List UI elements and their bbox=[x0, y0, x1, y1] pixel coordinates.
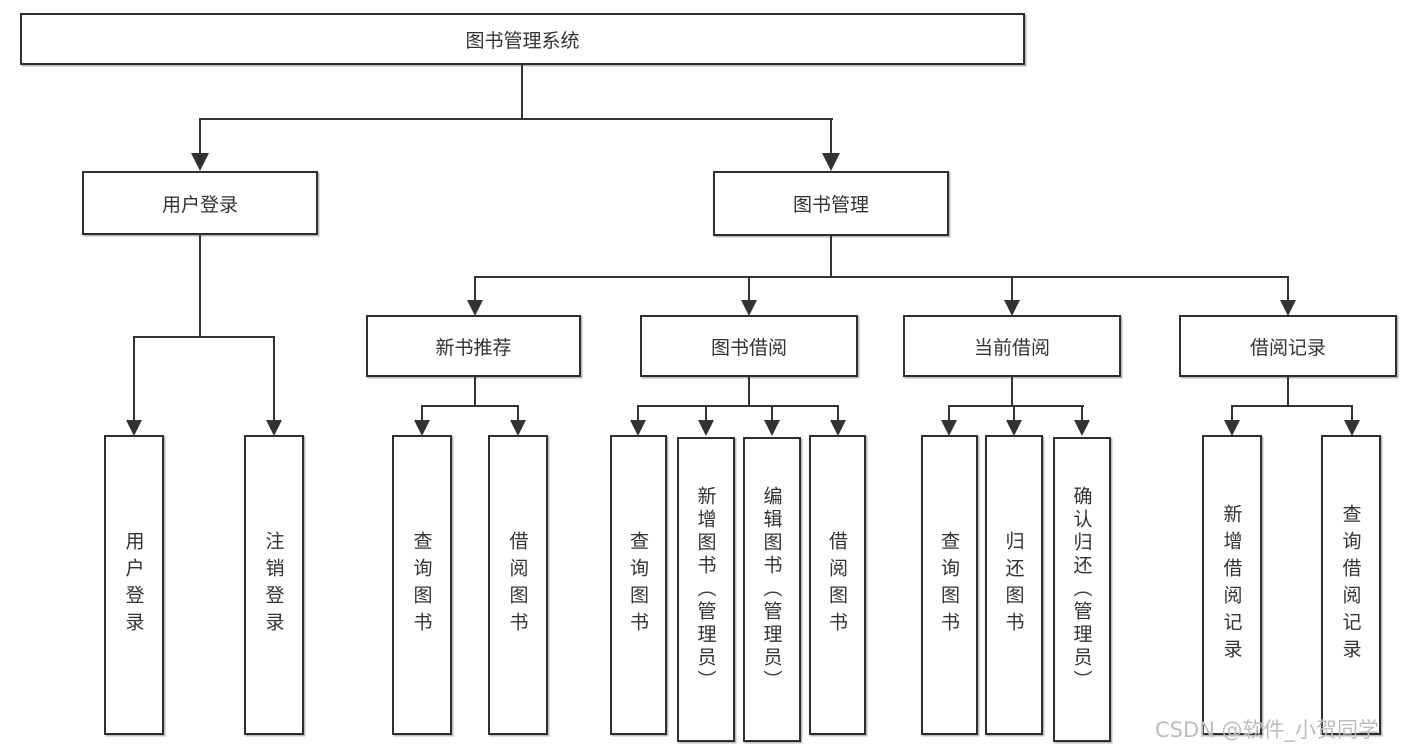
connector-vline bbox=[1013, 405, 1015, 422]
connector-vline bbox=[948, 405, 950, 422]
arrow-down-icon bbox=[741, 300, 757, 316]
connector-vline bbox=[1231, 405, 1233, 422]
connector-hline bbox=[1231, 405, 1353, 407]
leaf-user-login-label: 用户登录 bbox=[122, 531, 145, 639]
leaf-query-books-recommend: 查询图书 bbox=[392, 435, 452, 735]
leaf-return-books-label: 归还图书 bbox=[1002, 531, 1025, 639]
node-book-management: 图书管理 bbox=[713, 171, 949, 236]
connector-hline bbox=[474, 276, 1289, 278]
leaf-logout: 注销登录 bbox=[244, 435, 304, 735]
connector-vline bbox=[748, 276, 750, 302]
arrow-down-icon bbox=[698, 420, 714, 436]
leaf-borrow-books-recommend: 借阅图书 bbox=[488, 435, 548, 735]
arrow-down-icon bbox=[822, 153, 840, 171]
connector-hline bbox=[948, 405, 1084, 407]
connector-vline bbox=[1011, 276, 1013, 302]
connector-vline bbox=[1287, 377, 1289, 407]
connector-vline bbox=[1287, 276, 1289, 302]
arrow-down-icon bbox=[1224, 420, 1240, 436]
arrow-down-icon bbox=[830, 420, 846, 436]
arrow-down-icon bbox=[126, 420, 142, 436]
connector-vline bbox=[474, 276, 476, 302]
node-new-book-recommend-label: 新书推荐 bbox=[435, 336, 512, 359]
connector-vline bbox=[748, 377, 750, 407]
leaf-confirm-return-admin-label: 确认归还（管理员） bbox=[1070, 486, 1093, 693]
leaf-add-books-admin-label: 新增图书（管理员） bbox=[694, 486, 717, 693]
leaf-borrow-books-label: 借阅图书 bbox=[826, 531, 848, 639]
leaf-borrow-books: 借阅图书 bbox=[809, 435, 866, 735]
connector-vline bbox=[199, 118, 201, 154]
connector-vline bbox=[421, 405, 423, 422]
leaf-user-login: 用户登录 bbox=[104, 435, 164, 735]
connector-vline bbox=[521, 65, 523, 120]
arrow-down-icon bbox=[630, 420, 646, 436]
node-current-borrow-label: 当前借阅 bbox=[973, 336, 1050, 359]
connector-vline bbox=[1081, 405, 1083, 422]
arrow-down-icon bbox=[1280, 300, 1296, 316]
leaf-edit-books-admin: 编辑图书（管理员） bbox=[743, 437, 801, 742]
connector-hline bbox=[133, 336, 275, 338]
connector-vline bbox=[133, 336, 135, 422]
leaf-query-books-borrow: 查询图书 bbox=[610, 435, 667, 735]
connector-vline bbox=[837, 405, 839, 422]
connector-vline bbox=[474, 377, 476, 407]
connector-vline bbox=[830, 118, 832, 154]
node-user-login-label: 用户登录 bbox=[161, 193, 238, 216]
node-borrow-records-label: 借阅记录 bbox=[1249, 336, 1326, 359]
leaf-add-borrow-record-label: 新增借阅记录 bbox=[1220, 504, 1243, 666]
arrow-down-icon bbox=[266, 420, 282, 436]
arrow-down-icon bbox=[1074, 420, 1090, 436]
leaf-query-books-current: 查询图书 bbox=[921, 435, 978, 735]
node-book-borrow-label: 图书借阅 bbox=[710, 336, 787, 359]
connector-vline bbox=[1011, 377, 1013, 407]
leaf-query-books-recommend-label: 查询图书 bbox=[410, 531, 433, 639]
connector-vline bbox=[705, 405, 707, 422]
node-book-management-label: 图书管理 bbox=[792, 194, 869, 216]
connector-vline bbox=[273, 336, 275, 422]
leaf-return-books: 归还图书 bbox=[985, 435, 1043, 735]
arrow-down-icon bbox=[1004, 300, 1020, 316]
connector-vline bbox=[517, 405, 519, 422]
leaf-logout-label: 注销登录 bbox=[262, 531, 285, 639]
connector-vline bbox=[830, 236, 832, 278]
node-new-book-recommend: 新书推荐 bbox=[366, 315, 581, 377]
watermark: CSDN @软件_小贺同学 bbox=[1155, 718, 1380, 742]
arrow-down-icon bbox=[1006, 420, 1022, 436]
arrow-down-icon bbox=[467, 300, 483, 316]
connector-hline bbox=[421, 405, 519, 407]
leaf-query-borrow-record-label: 查询借阅记录 bbox=[1339, 504, 1362, 666]
leaf-borrow-books-recommend-label: 借阅图书 bbox=[506, 531, 529, 639]
connector-vline bbox=[1351, 405, 1353, 422]
node-book-borrow: 图书借阅 bbox=[640, 315, 858, 377]
arrow-down-icon bbox=[510, 420, 526, 436]
leaf-query-books-borrow-label: 查询图书 bbox=[627, 531, 649, 639]
arrow-down-icon bbox=[414, 420, 430, 436]
connector-hline bbox=[637, 405, 839, 407]
leaf-query-borrow-record: 查询借阅记录 bbox=[1321, 435, 1381, 735]
arrow-down-icon bbox=[191, 153, 209, 171]
connector-vline bbox=[199, 235, 201, 338]
connector-vline bbox=[771, 405, 773, 422]
arrow-down-icon bbox=[1344, 420, 1360, 436]
node-user-login: 用户登录 bbox=[82, 171, 318, 235]
leaf-query-books-current-label: 查询图书 bbox=[938, 531, 960, 639]
connector-hline bbox=[199, 118, 833, 120]
node-library-system-label: 图书管理系统 bbox=[465, 29, 580, 52]
leaf-add-borrow-record: 新增借阅记录 bbox=[1202, 435, 1262, 735]
node-library-system: 图书管理系统 bbox=[20, 13, 1025, 65]
node-borrow-records: 借阅记录 bbox=[1179, 315, 1397, 377]
arrow-down-icon bbox=[941, 420, 957, 436]
node-current-borrow: 当前借阅 bbox=[903, 315, 1121, 377]
leaf-confirm-return-admin: 确认归还（管理员） bbox=[1053, 437, 1111, 742]
connector-vline bbox=[637, 405, 639, 422]
arrow-down-icon bbox=[764, 420, 780, 436]
leaf-add-books-admin: 新增图书（管理员） bbox=[677, 437, 735, 742]
leaf-edit-books-admin-label: 编辑图书（管理员） bbox=[760, 486, 783, 693]
